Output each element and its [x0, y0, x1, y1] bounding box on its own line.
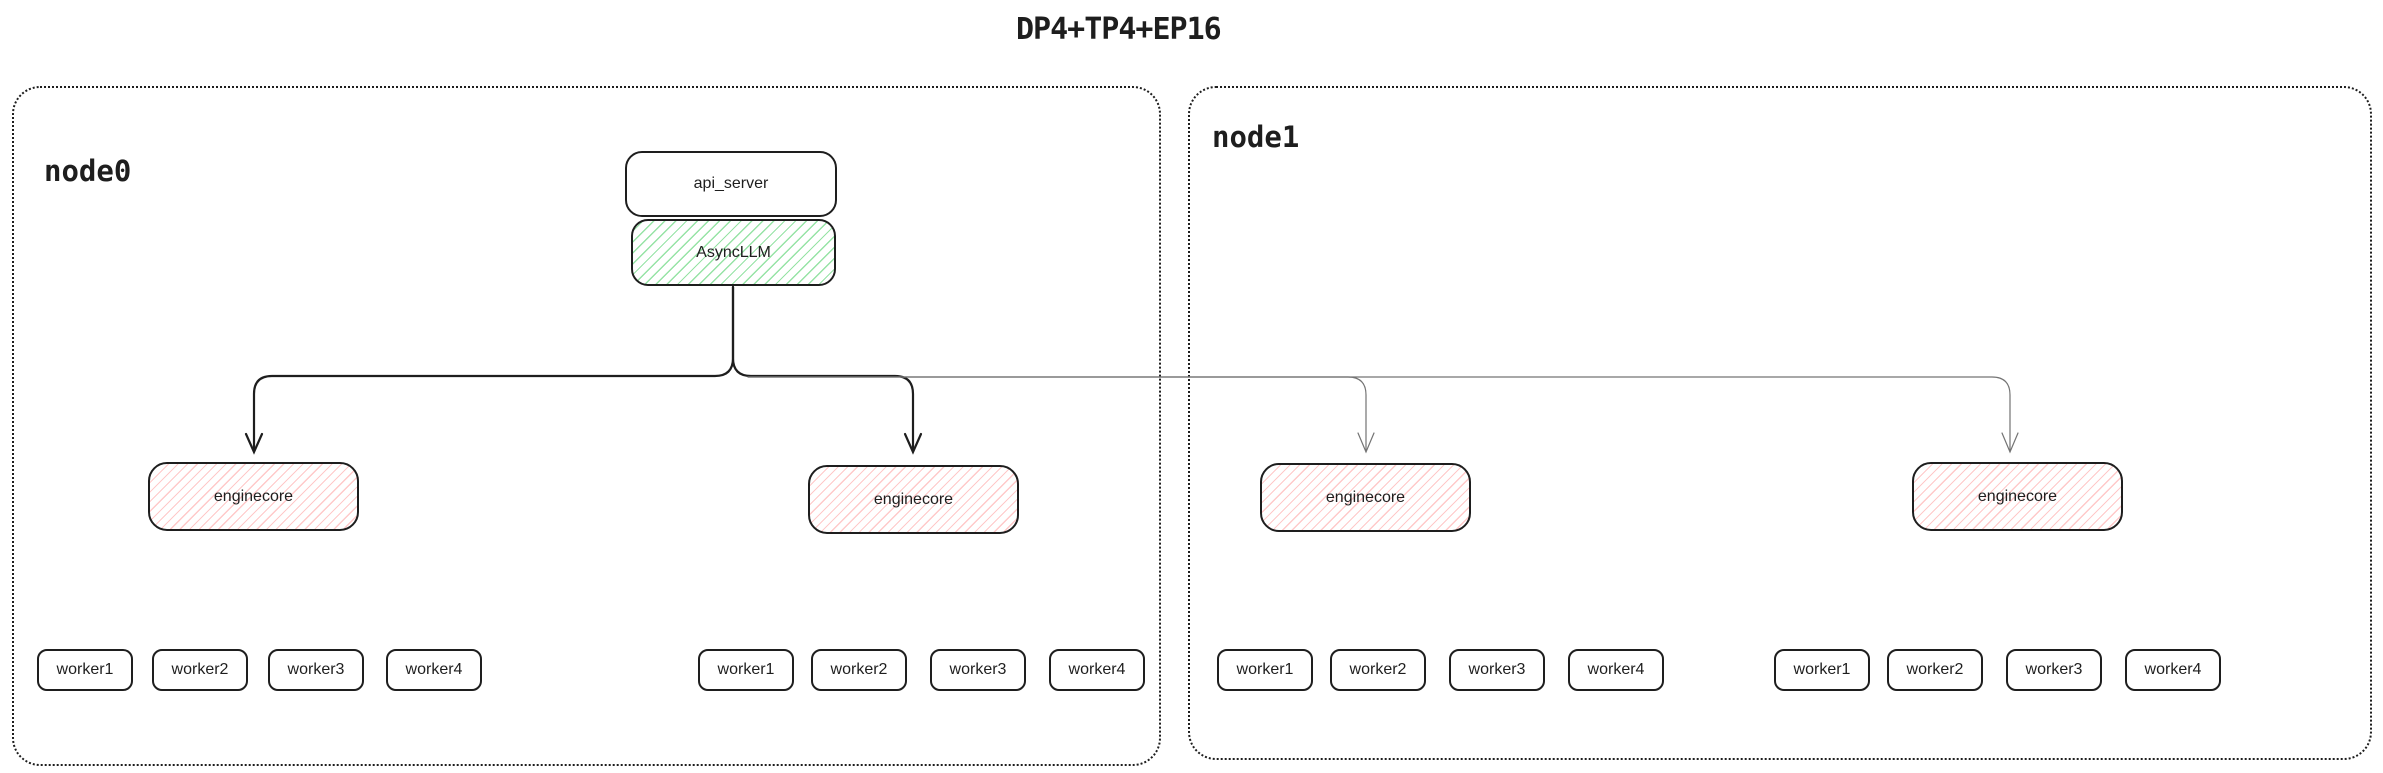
- worker-label: worker4: [1587, 661, 1645, 678]
- worker-label: worker3: [2025, 661, 2083, 678]
- worker-box: worker3: [1449, 649, 1545, 691]
- worker-label: worker2: [1906, 661, 1964, 678]
- worker-label: worker1: [1793, 661, 1851, 678]
- worker-label: worker3: [1468, 661, 1526, 678]
- worker-label: worker4: [2144, 661, 2202, 678]
- enginecore-box-3: enginecore: [1260, 463, 1471, 532]
- worker-box: worker1: [1774, 649, 1870, 691]
- worker-box: worker3: [268, 649, 364, 691]
- asyncllm-label: AsyncLLM: [696, 243, 771, 261]
- worker-box: worker2: [1887, 649, 1983, 691]
- worker-box: worker3: [2006, 649, 2102, 691]
- enginecore-label: enginecore: [1325, 488, 1406, 506]
- worker-label: worker1: [56, 661, 114, 678]
- worker-box: worker3: [930, 649, 1026, 691]
- node1-label: node1: [1212, 120, 1300, 154]
- worker-label: worker2: [830, 661, 888, 678]
- enginecore-label: enginecore: [1977, 487, 2058, 505]
- enginecore-box-1: enginecore: [148, 462, 359, 531]
- worker-label: worker4: [1068, 661, 1126, 678]
- node0-label: node0: [44, 154, 132, 188]
- worker-label: worker3: [949, 661, 1007, 678]
- worker-label: worker2: [171, 661, 229, 678]
- worker-label: worker3: [287, 661, 345, 678]
- worker-box: worker2: [1330, 649, 1426, 691]
- asyncllm-box: AsyncLLM: [631, 219, 836, 286]
- worker-box: worker4: [2125, 649, 2221, 691]
- worker-box: worker4: [386, 649, 482, 691]
- worker-label: worker1: [717, 661, 775, 678]
- worker-label: worker4: [405, 661, 463, 678]
- worker-box: worker4: [1049, 649, 1145, 691]
- worker-box: worker2: [811, 649, 907, 691]
- worker-label: worker2: [1349, 661, 1407, 678]
- worker-label: worker1: [1236, 661, 1294, 678]
- api-server-box: api_server: [625, 151, 837, 217]
- enginecore-label: enginecore: [873, 490, 954, 508]
- worker-box: worker2: [152, 649, 248, 691]
- enginecore-box-4: enginecore: [1912, 462, 2123, 531]
- worker-box: worker4: [1568, 649, 1664, 691]
- enginecore-label: enginecore: [213, 487, 294, 505]
- enginecore-box-2: enginecore: [808, 465, 1019, 534]
- worker-box: worker1: [37, 649, 133, 691]
- diagram-title: DP4+TP4+EP16: [1016, 12, 1222, 47]
- api-server-label: api_server: [693, 175, 769, 192]
- worker-box: worker1: [1217, 649, 1313, 691]
- worker-box: worker1: [698, 649, 794, 691]
